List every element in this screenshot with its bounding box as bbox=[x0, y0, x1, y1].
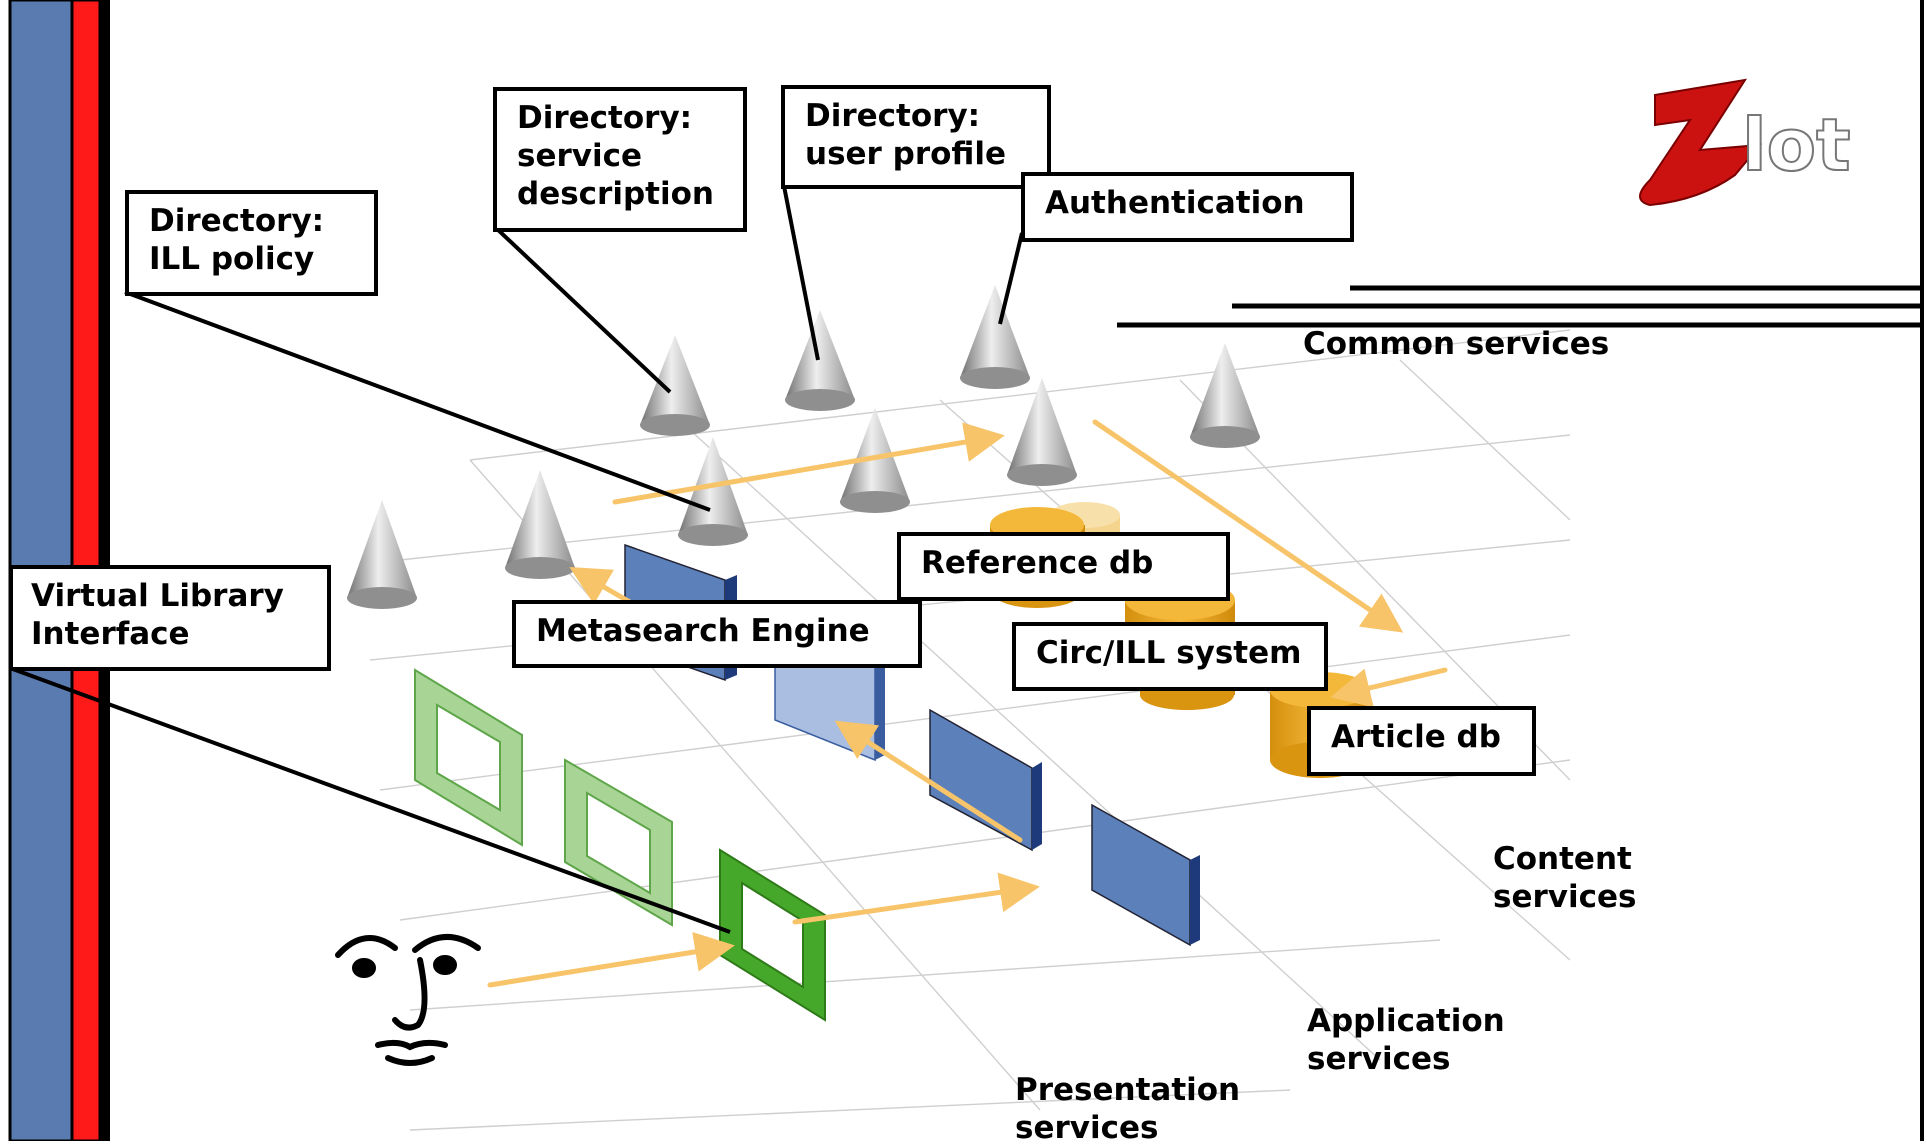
user-face-icon bbox=[335, 934, 481, 1066]
app-panel bbox=[929, 708, 1033, 852]
common-services-shelf bbox=[1117, 285, 1922, 328]
frame-faded bbox=[564, 758, 673, 927]
cone bbox=[347, 500, 417, 609]
callout-user-profile: Directory: user profile bbox=[781, 85, 1051, 189]
flow-arrow bbox=[487, 932, 735, 988]
presentation-frames bbox=[414, 668, 826, 1022]
callout-reference-db: Reference db bbox=[897, 532, 1230, 601]
callout-article-db: Article db bbox=[1307, 706, 1536, 776]
label-application-services: Application services bbox=[1307, 1003, 1505, 1077]
flow-arrow bbox=[792, 872, 1040, 925]
frame-faded bbox=[414, 668, 523, 847]
zlot-logo-text: lot bbox=[1742, 103, 1851, 187]
callout-virtual-library-interface: Virtual Library Interface bbox=[9, 565, 331, 671]
cone bbox=[640, 335, 710, 436]
flow-arrow bbox=[1092, 419, 1404, 633]
cone bbox=[1007, 378, 1077, 486]
cone bbox=[1190, 343, 1260, 448]
callout-leaders bbox=[9, 185, 1024, 934]
zlot-logo: lot bbox=[1639, 78, 1852, 207]
cone bbox=[785, 310, 855, 411]
app-panel bbox=[1091, 803, 1191, 947]
flow-arrow bbox=[612, 422, 1005, 505]
label-presentation-services: Presentation services bbox=[1015, 1072, 1241, 1146]
flow-arrow bbox=[569, 566, 638, 608]
flow-arrow bbox=[1330, 667, 1448, 708]
common-service-cones bbox=[347, 285, 1260, 609]
label-common-services: Common services bbox=[1303, 326, 1610, 362]
callout-ill-policy: Directory: ILL policy bbox=[125, 190, 378, 296]
callout-circ-ill-system: Circ/ILL system bbox=[1012, 622, 1328, 691]
flow-arrow bbox=[834, 720, 1023, 843]
callout-service-description: Directory: service description bbox=[493, 87, 747, 232]
callout-authentication: Authentication bbox=[1021, 172, 1354, 242]
callout-metasearch-engine: Metasearch Engine bbox=[512, 600, 922, 668]
flow-arrows bbox=[487, 419, 1448, 988]
cone bbox=[960, 285, 1030, 389]
label-content-services: Content services bbox=[1493, 841, 1637, 915]
cone bbox=[505, 470, 575, 579]
frame-active bbox=[719, 848, 826, 1022]
